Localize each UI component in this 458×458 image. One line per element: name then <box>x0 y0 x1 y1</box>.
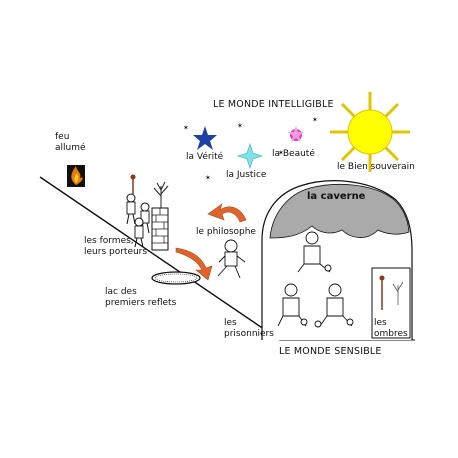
slope-line <box>39 176 281 341</box>
label-verite: la Vérité <box>186 152 224 162</box>
label-caverne: la caverne <box>307 191 366 202</box>
prisoner-icon <box>314 283 354 328</box>
arrow-up-icon <box>207 203 247 223</box>
label-feu: feu allumé <box>55 132 86 153</box>
carriers-icon <box>126 174 150 248</box>
svg-text:✶: ✶ <box>205 174 211 182</box>
shadows-panel <box>371 267 411 339</box>
sun-icon <box>330 92 410 172</box>
tree-icon <box>153 181 169 208</box>
fire-icon <box>67 165 85 187</box>
title-sensible: LE MONDE SENSIBLE <box>279 346 382 357</box>
small-stars: ✶ ✶ ✶ ✶ ✶ <box>183 116 318 182</box>
svg-text:✶: ✶ <box>312 116 318 124</box>
title-intelligible: LE MONDE INTELLIGIBLE <box>213 99 334 110</box>
philosopher-icon <box>217 239 246 279</box>
svg-text:✶: ✶ <box>237 122 243 130</box>
cave-roof <box>269 184 410 239</box>
label-prisonniers: les prisonniers <box>224 318 274 339</box>
label-ombres: les ombres <box>374 318 408 339</box>
label-beaute: la Beauté <box>272 149 315 159</box>
svg-text:✶: ✶ <box>183 124 189 132</box>
beaute-star-icon <box>288 126 304 142</box>
justice-star-icon <box>237 143 263 169</box>
prisoner-icon <box>277 283 308 327</box>
label-formes: les formes, leurs porteurs <box>84 236 148 257</box>
prisoner-icon <box>297 231 332 273</box>
wall-icon <box>151 207 169 251</box>
lake-icon <box>151 271 201 285</box>
svg-text:✶: ✶ <box>278 149 284 157</box>
label-bien: le Bien souverain <box>337 162 415 172</box>
label-lac: lac des premiers reflets <box>105 287 177 308</box>
label-philosophe: le philosophe <box>196 227 256 237</box>
label-justice: la Justice <box>226 170 267 180</box>
verite-star-icon <box>193 126 217 150</box>
arrow-down-icon <box>175 247 213 281</box>
